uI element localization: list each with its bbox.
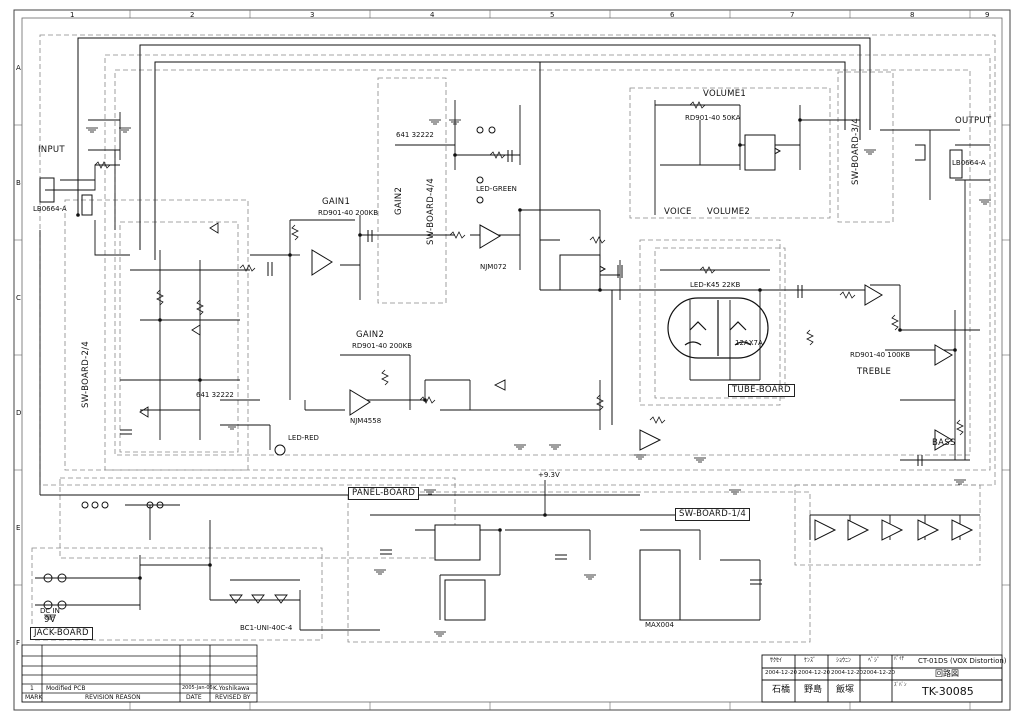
- label-ic-reg: NJM4558: [350, 417, 382, 425]
- label-vr-tube: LED-K45 22KB: [690, 281, 741, 289]
- grid-col-3: 3: [310, 11, 315, 19]
- label-volume1: VOLUME1: [703, 89, 747, 99]
- title-date3: 2004-12-20: [831, 670, 863, 676]
- grid-row-c: C: [16, 294, 21, 302]
- revision-row-reason: Modified PCB: [46, 685, 86, 692]
- label-sw-board-4-4: SW-BOARD-4/4: [426, 177, 436, 245]
- title-name3: 飯塚: [836, 685, 855, 695]
- grid-row-a: A: [16, 64, 21, 72]
- grid-col-4: 4: [430, 11, 435, 19]
- revision-header-mark: MARK: [25, 694, 43, 701]
- revision-row-date: 2005-Jan-06: [182, 685, 213, 691]
- label-sw-board-3-4: SW-BOARD-3/4: [851, 117, 861, 185]
- grid-row-d: D: [16, 409, 22, 417]
- label-dc-voltage: 9V: [44, 615, 56, 625]
- label-bass: BASS: [932, 438, 956, 448]
- label-sw-board-2-4: SW-BOARD-2/4: [81, 340, 91, 408]
- label-switch-2: 641 32222: [196, 391, 234, 399]
- label-voice: VOICE: [664, 207, 692, 217]
- label-output: OUTPUT: [955, 116, 992, 126]
- grid-row-b: B: [16, 179, 21, 187]
- revision-row-number: 1: [30, 685, 34, 692]
- label-input: INPUT: [38, 145, 65, 155]
- label-gain1: GAIN1: [322, 197, 351, 207]
- revision-header-reason: REVISION REASON: [85, 694, 141, 701]
- label-jack-board: JACK-BOARD: [30, 627, 93, 640]
- label-panel-board: PANEL-BOARD: [348, 487, 420, 500]
- label-ic-max: MAX004: [645, 621, 674, 629]
- title-date2: 2004-12-20: [798, 670, 830, 676]
- title-col3-head: ｼｮｳﾆﾝ: [836, 657, 852, 664]
- grid-col-2: 2: [190, 11, 195, 19]
- label-input-jack: LB0664-A: [33, 205, 67, 213]
- label-u2: NJM072: [480, 263, 507, 271]
- label-volume-pot: RD901-40 50KA: [685, 114, 741, 122]
- grid-col-5: 5: [550, 11, 555, 19]
- grid-col-7: 7: [790, 11, 795, 19]
- label-volume2: VOLUME2: [707, 207, 751, 217]
- label-vr5-pot: RD901-40 100KB: [850, 351, 911, 359]
- title-drawing-title: CT-01DS (VOX Distortion): [918, 657, 1007, 665]
- title-col4-head: ﾍﾟｼﾞ: [868, 657, 881, 664]
- title-drawing-number: TK-30085: [922, 685, 974, 698]
- title-col1-head: ｻｸｾｲ: [770, 657, 783, 664]
- title-date1: 2004-12-20: [765, 670, 797, 676]
- revision-header-revised: REVISED BY: [215, 694, 251, 701]
- title-number-label: ｽﾞﾊﾞﾝ: [894, 682, 907, 688]
- label-output-jack: LB0664-A: [952, 159, 986, 167]
- grid-col-6: 6: [670, 11, 675, 19]
- label-treble: TREBLE: [857, 367, 892, 377]
- title-name2: 野島: [804, 685, 823, 695]
- label-led-red: LED-RED: [288, 434, 319, 442]
- label-gain2: GAIN2: [356, 330, 385, 340]
- label-bc-sw: BC1-UNI-40C-4: [240, 624, 293, 632]
- grid-col-9: 9: [985, 11, 990, 19]
- label-switch-1: 641 32222: [396, 131, 434, 139]
- label-tube: 12AX7A: [735, 339, 763, 347]
- grid-row-f: F: [16, 639, 21, 647]
- title-subtitle: 回路図: [935, 669, 959, 678]
- title-name1: 石橋: [772, 685, 791, 695]
- label-gain1-pot: RD901-40 200KB: [318, 209, 379, 217]
- revision-row-by: K.Yoshikawa: [213, 685, 250, 692]
- grid-col-1: 1: [70, 11, 75, 19]
- label-tube-board: TUBE-BOARD: [728, 384, 795, 397]
- label-gain2-pot: RD901-40 200KB: [352, 342, 413, 350]
- label-sw-board-1-4: SW-BOARD-1/4: [675, 508, 751, 521]
- label-gain-vertical: GAIN2: [394, 186, 404, 215]
- title-col2-head: ｹﾝｽﾞ: [804, 657, 817, 664]
- label-led-green: LED-GREEN: [476, 185, 517, 193]
- grid-row-e: E: [16, 524, 21, 532]
- title-title-label: ﾊﾞｲﾁ: [894, 656, 905, 662]
- label-dc-in: DC IN: [40, 607, 60, 615]
- revision-header-date: DATE: [186, 694, 202, 701]
- grid-col-8: 8: [910, 11, 915, 19]
- title-date4: 2004-12-20: [863, 670, 895, 676]
- label-supply-rail: +9.3V: [538, 471, 560, 479]
